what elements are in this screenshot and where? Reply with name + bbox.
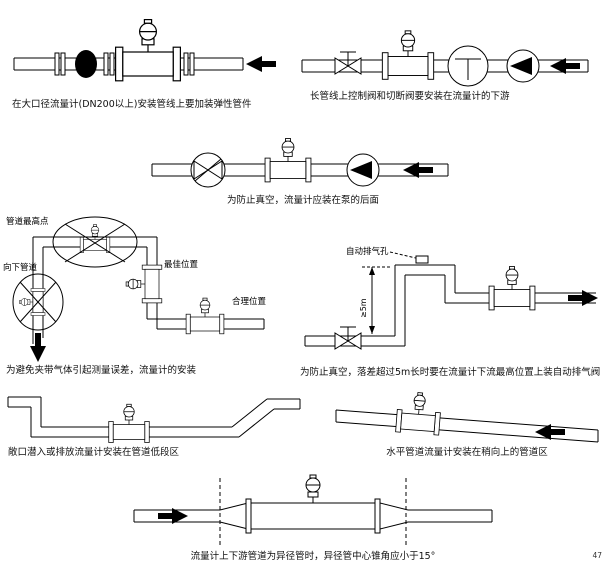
auto-vent-label: 自动排气孔: [346, 246, 389, 257]
figure-meter-after-pump: 为防止真空，流量计应装在泵的后面: [148, 138, 458, 207]
pump-icon: [346, 153, 380, 187]
flow-meter-icon: [381, 30, 435, 80]
figure-caption: 流量计上下游管道为异径管时，异径管中心锥角应小于15°: [190, 551, 436, 562]
shutoff-valve-icon: [447, 45, 489, 87]
flow-meter-icon: [125, 264, 163, 304]
flow-meter-icon: [108, 403, 150, 443]
figure-caption: 在大口径流量计(DN200以上)安装管线上要加装弹性管件: [12, 99, 252, 110]
pipe: [301, 59, 589, 73]
figure-reducer-cone: 流量计上下游管道为异径管时，异径管中心锥角应小于15°: [128, 466, 498, 563]
figure-valves-downstream: 长管线上控制阀和切断阀要安装在流量计的下游: [298, 18, 598, 103]
cross-out-icon: [64, 223, 126, 263]
fig6-illustration: [7, 396, 301, 443]
pipe-flange-icon: [54, 52, 195, 76]
figure-caption: 敞口潜入或排放流量计安装在管道低段区: [8, 447, 180, 458]
cross-out-icon: [19, 281, 57, 323]
fig7-illustration: [335, 390, 599, 443]
flow-meter-icon: [114, 18, 181, 82]
flow-arrow-icon: [568, 290, 598, 306]
pipe: [7, 396, 301, 438]
dimension-line: [362, 266, 390, 334]
figure-gas-entrainment-positions: 管道最高点 向下管道 最佳位置 合理位置 为避免夹带气体引起测量误差，流量计的安…: [2, 212, 302, 377]
wrong-position-ellipse: [12, 273, 64, 331]
reference-lines: [219, 478, 407, 546]
fig1-illustration: [13, 18, 276, 82]
control-valve-icon: [334, 51, 362, 75]
figure-elastic-fitting: 在大口径流量计(DN200以上)安装管线上要加装弹性管件: [8, 6, 293, 111]
figure-caption: 为防止真空，流量计应装在泵的后面: [226, 195, 379, 206]
figure-inclined-section: 水平管道流量计安装在稍向上的管道区: [330, 390, 604, 459]
reasonable-position-label: 合理位置: [232, 296, 267, 307]
leader-line: [389, 251, 421, 260]
fig2-illustration: [301, 30, 589, 87]
flow-meter-icon: [245, 474, 381, 534]
pipe: [304, 264, 596, 347]
figure-auto-vent: 自动排气孔: [300, 240, 605, 379]
best-position-label: 最佳位置: [164, 259, 199, 270]
figure-caption: 长管线上控制阀和切断阀要安装在流量计的下游: [310, 91, 510, 102]
figure-caption: 为防止真空，落差超过5m长时要在流量计下流最高位置上装自动排气阀: [300, 367, 601, 378]
wrong-position-ellipse: [52, 216, 138, 268]
down-flow-arrow-icon: [30, 333, 46, 362]
flow-meter-icon: [19, 288, 46, 316]
elastic-fitting-icon: [75, 50, 97, 78]
pipe: [133, 502, 493, 530]
highest-point-label: 管道最高点: [6, 216, 49, 227]
figure-caption: 水平管道流量计安装在稍向上的管道区: [386, 447, 548, 458]
fig4-illustration: 管道最高点 向下管道 最佳位置 合理位置: [3, 216, 267, 362]
check-valve-icon: [190, 152, 226, 188]
flow-meter-icon: [395, 390, 443, 436]
fig5-illustration: 自动排气孔: [304, 246, 598, 350]
fig3-illustration: [151, 138, 449, 188]
pump-icon: [506, 49, 540, 83]
flow-arrow-icon: [246, 56, 276, 72]
flow-meter-icon: [185, 297, 225, 335]
figure-low-section: 敞口潜入或排放流量计安装在管道低段区: [4, 392, 304, 459]
pipe: [335, 409, 599, 443]
downward-pipe-label: 向下管道: [3, 262, 38, 273]
flow-meter-icon: [488, 266, 536, 311]
figure-caption: 为避免夹带气体引起测量误差，流量计的安装: [6, 365, 197, 376]
drop-height-label: ≥5m: [359, 298, 368, 318]
flow-meter-icon: [79, 224, 111, 253]
flow-meter-icon: [264, 138, 312, 183]
vent-hole-icon: [415, 255, 429, 264]
page-corner-mark: 47: [592, 551, 602, 560]
fig8-illustration: [133, 474, 493, 546]
